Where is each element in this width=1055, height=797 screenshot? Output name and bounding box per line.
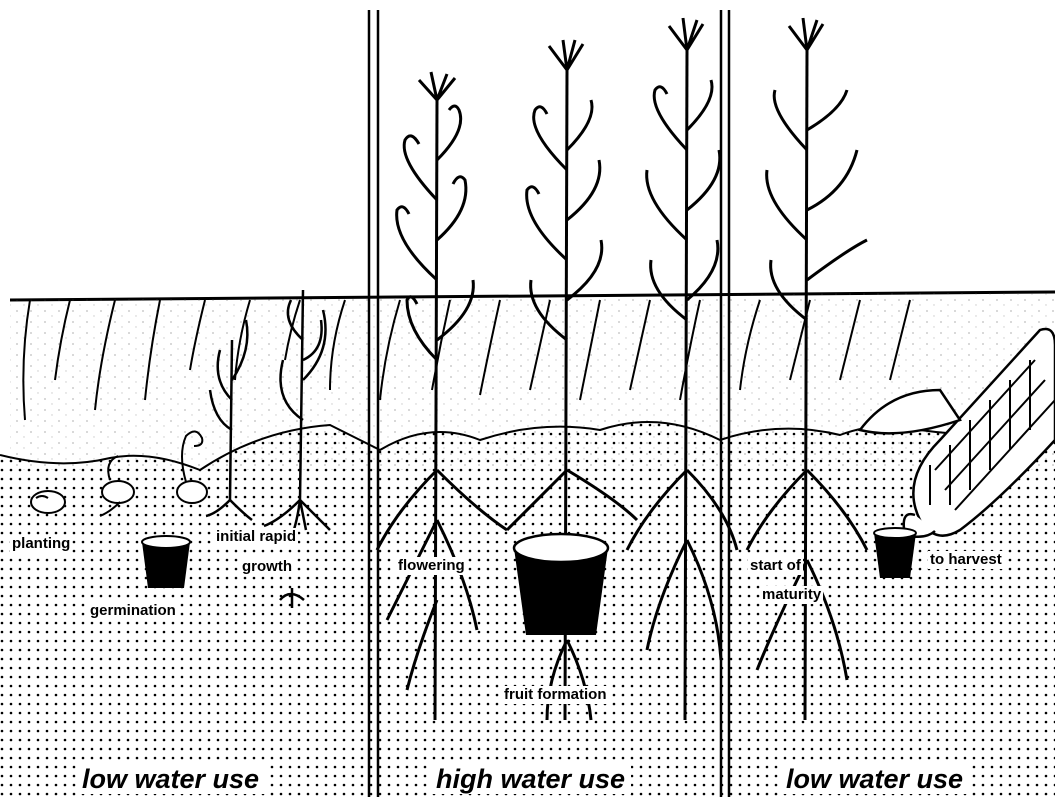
phase-label-low-water-use-2: low water use (780, 764, 969, 794)
stage-label-to-harvest: to harvest (928, 551, 1004, 569)
stage-label-planting: planting (10, 535, 72, 553)
stage-label-start-of: start of (748, 557, 803, 575)
stage-label-maturity: maturity (760, 586, 823, 604)
large-bucket-icon (514, 534, 608, 635)
small-bucket-icon (142, 536, 190, 588)
phase-label-high-water-use: high water use (430, 764, 631, 794)
stage-label-growth: growth (240, 558, 294, 576)
phase-label-low-water-use-1: low water use (76, 764, 265, 794)
stage-label-fruit-formation: fruit formation (502, 686, 609, 704)
medium-bucket-icon (874, 528, 916, 578)
seed-planting (31, 491, 65, 513)
stage-label-initial-rapid: initial rapid (214, 528, 298, 546)
stage-label-germination: germination (88, 602, 178, 620)
stage-label-flowering: flowering (396, 557, 467, 575)
